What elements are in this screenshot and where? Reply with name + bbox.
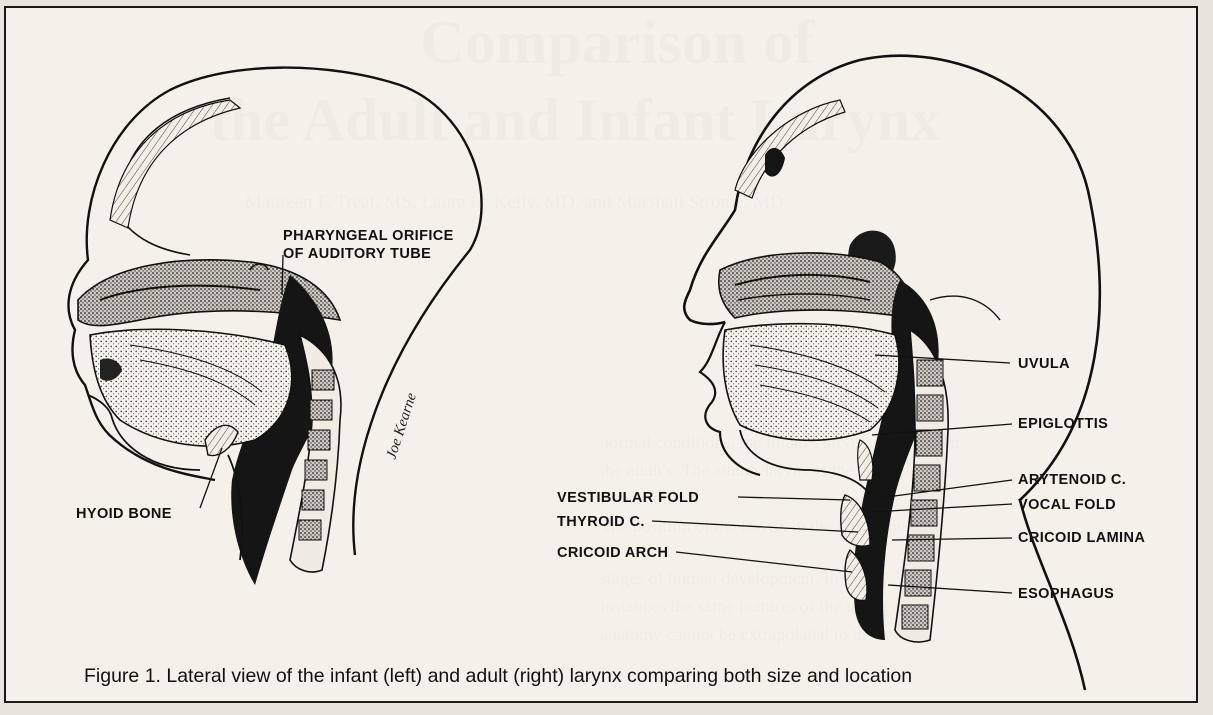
label-cricoid-arch: CRICOID ARCH [557,545,668,562]
leader-line [738,497,850,500]
leader-line [652,521,858,532]
label-vestibular-fold: VESTIBULAR FOLD [557,490,699,507]
leader-line [676,552,852,572]
label-uvula: UVULA [1018,356,1070,373]
artist-signature: Joe Kearne [384,391,421,462]
label-arytenoid: ARYTENOID C. [1018,472,1126,489]
label-vocal-fold: VOCAL FOLD [1018,497,1116,514]
label-epiglottis: EPIGLOTTIS [1018,416,1108,433]
figure-caption: Figure 1. Lateral view of the infant (le… [84,665,912,688]
leader-line [880,480,1012,498]
label-cricoid-lamina: CRICOID LAMINA [1018,530,1145,547]
label-thyroid: THYROID C. [557,514,645,531]
label-esophagus: ESOPHAGUS [1018,586,1114,603]
label-hyoid-bone: HYOID BONE [76,506,172,523]
label-pharyngeal-orifice: PHARYNGEAL ORIFICE [283,228,454,245]
label-auditory-tube: OF AUDITORY TUBE [283,246,431,263]
